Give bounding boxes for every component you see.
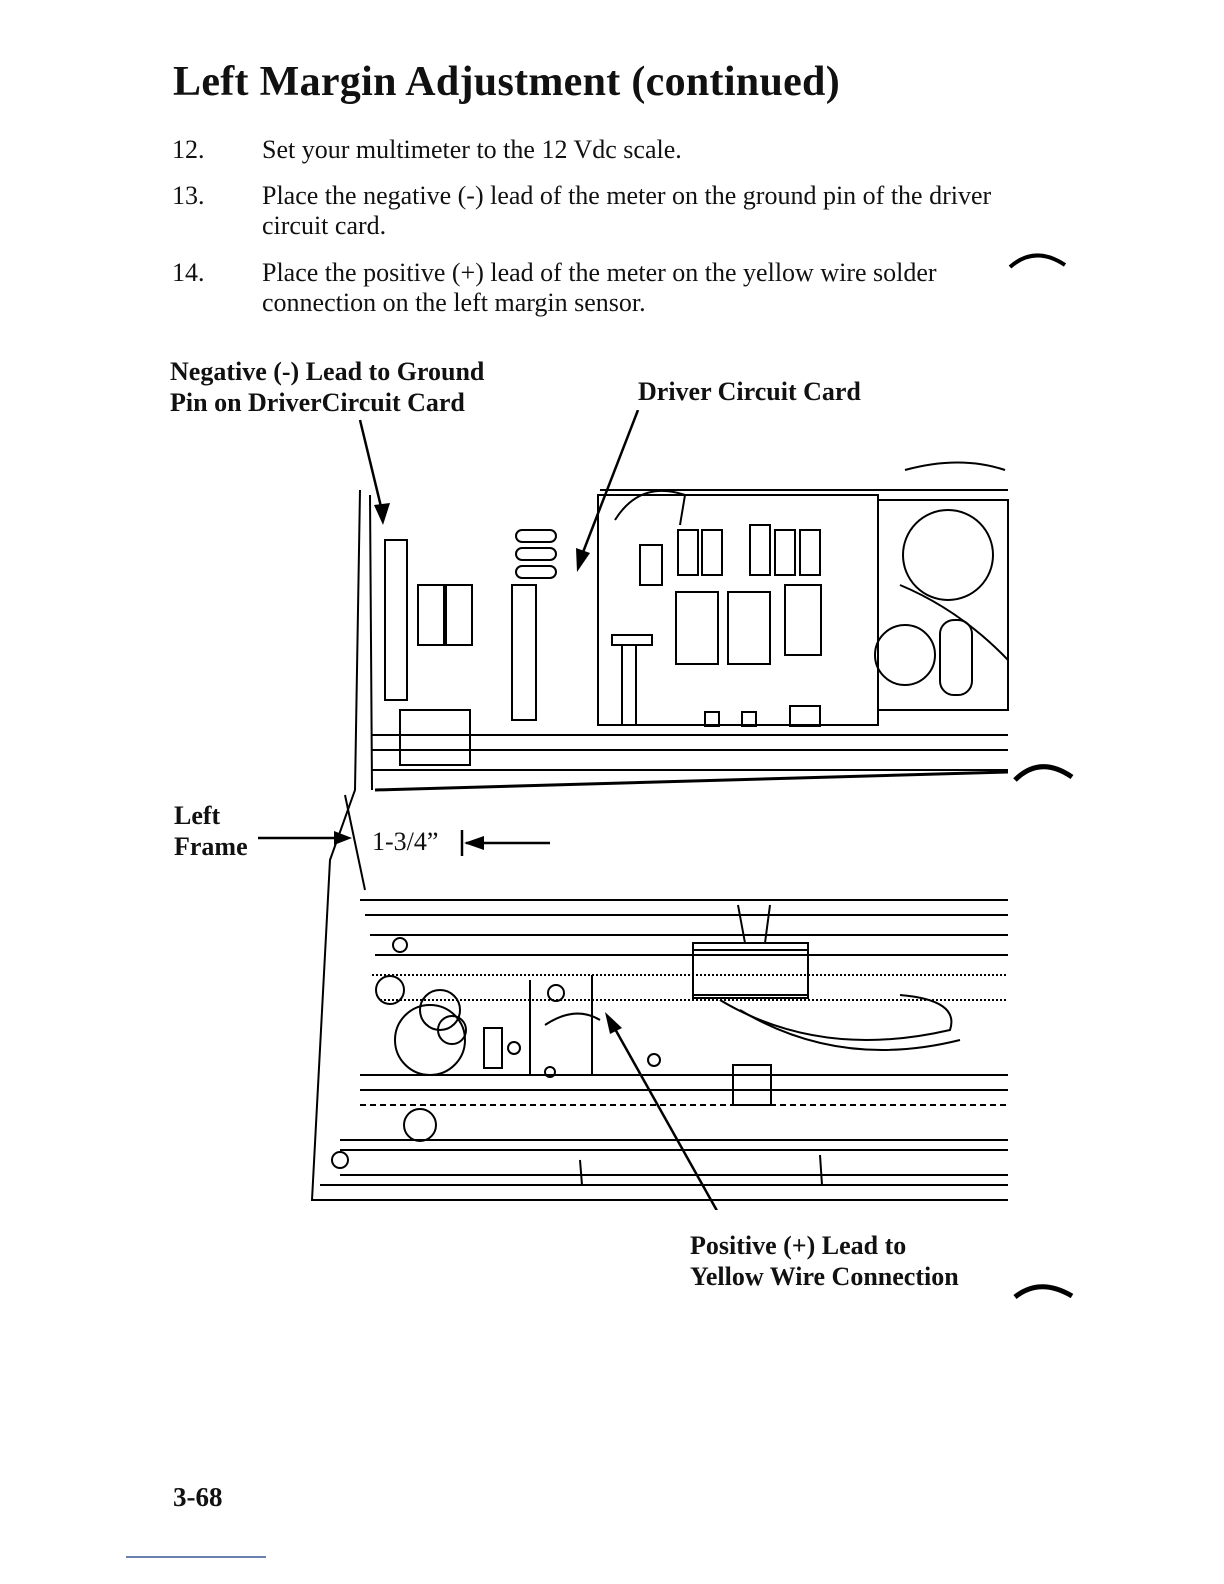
left-frame-arrow-icon [258,831,352,845]
step-text: Place the positive (+) lead of the meter… [262,258,937,317]
footer-rule [126,1556,266,1558]
change-mark-icon [1008,253,1067,269]
change-mark-icon [1013,764,1074,782]
change-mark-icon [1013,1284,1074,1300]
printer-illustration [310,410,1009,1210]
dimension-label: 1-3/4” [372,827,439,856]
step-number: 14. [172,258,205,287]
dimension-arrow-icon [460,830,550,856]
step-text: Place the negative (-) lead of the meter… [262,181,992,240]
step-number: 13. [172,181,205,210]
page-title: Left Margin Adjustment (continued) [173,59,841,105]
negative-lead-callout: Negative (-) Lead to Ground Pin on Drive… [170,357,485,417]
step-number: 12. [172,135,205,164]
driver-card-callout: Driver Circuit Card [638,377,861,406]
positive-lead-callout: Positive (+) Lead to Yellow Wire Connect… [690,1231,959,1291]
page-number: 3-68 [173,1482,223,1512]
left-frame-callout: Left Frame [174,801,248,861]
step-text: Set your multimeter to the 12 Vdc scale. [262,135,682,164]
